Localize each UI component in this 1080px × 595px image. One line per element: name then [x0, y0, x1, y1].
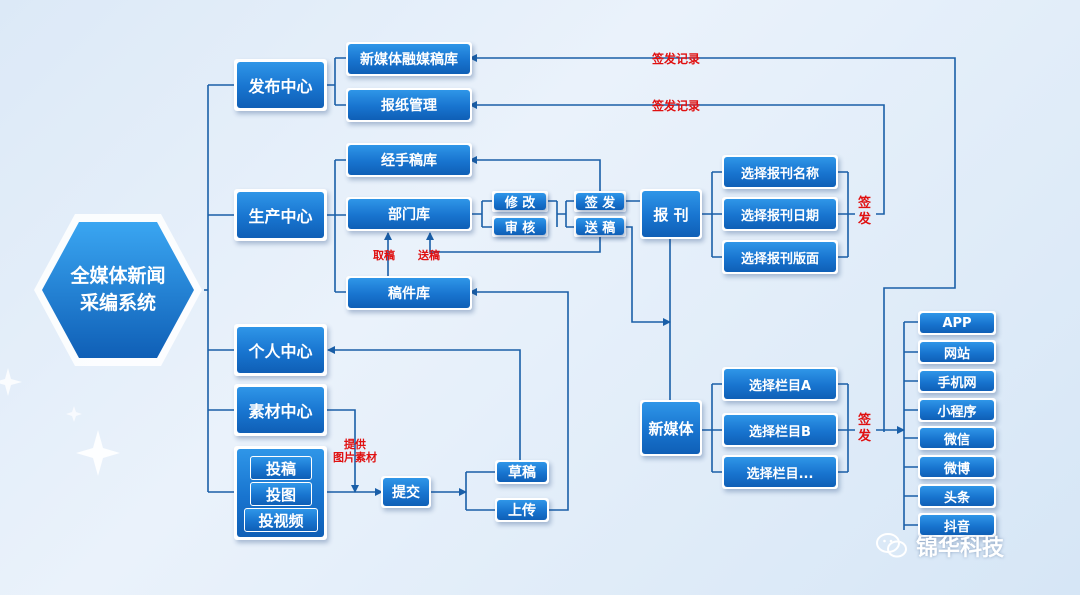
channel-mobile-web[interactable]: 手机网 [920, 371, 994, 391]
manuscript-library[interactable]: 稿件库 [348, 278, 470, 308]
sign-frame: 签 发 [574, 191, 626, 212]
personal-center[interactable]: 个人中心 [237, 327, 324, 373]
np-option-frame-3: 选择报刊版面 [722, 240, 838, 274]
personal-center-frame: 个人中心 [234, 324, 327, 376]
send-label: 送稿 [418, 249, 440, 262]
channel-frame-toutiao: 头条 [918, 484, 996, 508]
core-title-line2: 采编系统 [79, 292, 156, 314]
watermark: 锦华科技 [876, 528, 1004, 564]
manuscript-lib-frame: 稿件库 [346, 276, 472, 310]
sign-record-label-1: 签发记录 [652, 52, 701, 66]
production-center[interactable]: 生产中心 [237, 192, 324, 238]
newmedia-lib-frame: 新媒体融媒稿库 [346, 42, 472, 76]
select-newspaper-date[interactable]: 选择报刊日期 [724, 199, 836, 229]
nm-option-frame-2: 选择栏目B [722, 413, 838, 447]
newmedia-library[interactable]: 新媒体融媒稿库 [348, 44, 470, 74]
channel-wechat[interactable]: 微信 [920, 428, 994, 448]
channel-frame-mini-program: 小程序 [918, 398, 996, 422]
send-frame: 送 稿 [574, 216, 626, 237]
edit-button[interactable]: 修 改 [494, 193, 546, 211]
hexagon-icon [34, 214, 202, 366]
newmedia-node[interactable]: 新媒体 [642, 402, 700, 454]
submit-image-button[interactable]: 投图 [250, 482, 312, 506]
select-newspaper-page[interactable]: 选择报刊版面 [724, 242, 836, 272]
production-center-frame: 生产中心 [234, 189, 327, 241]
submit-options-frame: 投稿 投图 投视频 [234, 446, 327, 540]
upload-button[interactable]: 上传 [497, 500, 547, 520]
department-lib-frame: 部门库 [346, 197, 472, 231]
channel-frame-website: 网站 [918, 340, 996, 364]
select-newspaper-name[interactable]: 选择报刊名称 [724, 157, 836, 187]
handled-library[interactable]: 经手稿库 [348, 145, 470, 175]
nm-option-frame-3: 选择栏目... [722, 455, 838, 489]
channel-frame-app: APP [918, 311, 996, 335]
material-center-frame: 素材中心 [234, 384, 327, 436]
channel-frame-douyin: 抖音 [918, 513, 996, 537]
upload-frame: 上传 [495, 498, 549, 522]
newspaper-sign-label: 签 发 [858, 196, 872, 227]
channel-app[interactable]: APP [920, 313, 994, 333]
channel-frame-wechat: 微信 [918, 426, 996, 450]
sign-button[interactable]: 签 发 [576, 193, 624, 211]
nm-option-frame-1: 选择栏目A [722, 367, 838, 401]
core-title-line1: 全媒体新闻 [70, 265, 166, 287]
select-column-more[interactable]: 选择栏目... [724, 457, 836, 487]
channel-mini-program[interactable]: 小程序 [920, 400, 994, 420]
take-label: 取稿 [373, 249, 395, 262]
channel-toutiao[interactable]: 头条 [920, 486, 994, 506]
publish-center-frame: 发布中心 [234, 59, 327, 111]
submit-video-button[interactable]: 投视频 [244, 508, 318, 532]
newspaper-management[interactable]: 报纸管理 [348, 90, 470, 120]
np-option-frame-2: 选择报刊日期 [722, 197, 838, 231]
newmedia-frame: 新媒体 [640, 400, 702, 456]
review-button[interactable]: 审 核 [494, 218, 546, 236]
sparkle-icon [0, 368, 120, 476]
watermark-text: 锦华科技 [916, 536, 1005, 561]
material-center[interactable]: 素材中心 [237, 387, 324, 433]
submit-button[interactable]: 提交 [383, 478, 429, 506]
newspaper-mgmt-frame: 报纸管理 [346, 88, 472, 122]
review-frame: 审 核 [492, 216, 548, 237]
submit-article-button[interactable]: 投稿 [250, 456, 312, 480]
handled-lib-frame: 经手稿库 [346, 143, 472, 177]
channel-website[interactable]: 网站 [920, 342, 994, 362]
publish-center[interactable]: 发布中心 [237, 62, 324, 108]
sign-record-label-2: 签发记录 [652, 99, 701, 113]
channel-frame-weibo: 微博 [918, 455, 996, 479]
newspaper-frame: 报 刊 [640, 189, 702, 239]
core-system-hexagon: 全媒体新闻 采编系统 [32, 210, 204, 370]
draft-button[interactable]: 草稿 [497, 462, 547, 482]
provide-material-label: 提供 图片素材 [333, 438, 377, 464]
submit-frame: 提交 [381, 476, 431, 508]
select-column-a[interactable]: 选择栏目A [724, 369, 836, 399]
channel-frame-mobile-web: 手机网 [918, 369, 996, 393]
select-column-b[interactable]: 选择栏目B [724, 415, 836, 445]
np-option-frame-1: 选择报刊名称 [722, 155, 838, 189]
edit-frame: 修 改 [492, 191, 548, 212]
newspaper-node[interactable]: 报 刊 [642, 191, 700, 237]
draft-frame: 草稿 [495, 460, 549, 484]
wechat-icon [876, 533, 907, 558]
department-library[interactable]: 部门库 [348, 199, 470, 229]
channel-weibo[interactable]: 微博 [920, 457, 994, 477]
channel-douyin[interactable]: 抖音 [920, 515, 994, 535]
newmedia-sign-label: 签 发 [858, 413, 872, 444]
send-button[interactable]: 送 稿 [576, 218, 624, 236]
